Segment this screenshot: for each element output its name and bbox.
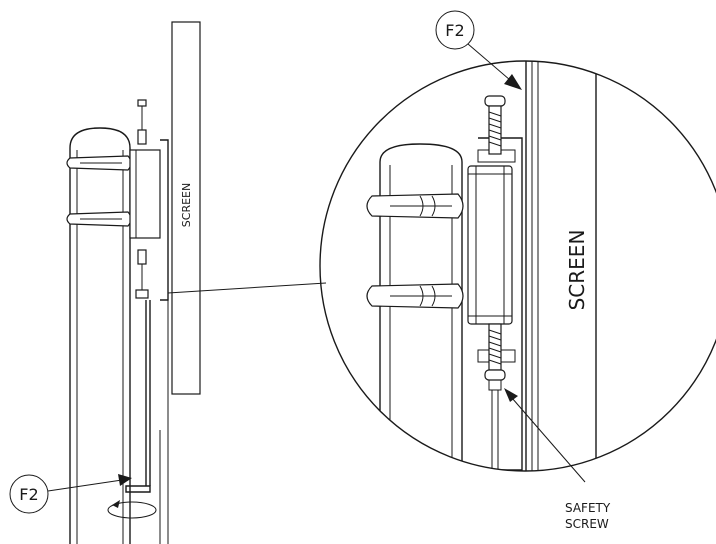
callout-f2-bottom: F2 (9, 474, 132, 514)
mounting-bracket (160, 139, 169, 301)
detail-upper-clamp-arm (366, 193, 464, 219)
screen-label-detail: SCREEN (565, 230, 589, 311)
callout-f2-top: F2 (435, 10, 522, 90)
detail-screen-panel (525, 61, 597, 471)
screen-label-left: SCREEN (180, 183, 193, 227)
top-screw (484, 95, 506, 155)
detail-circle (319, 60, 716, 472)
rotation-arrow-icon (107, 500, 157, 519)
detail-view: SCREEN F2 SAFETY SCREW (319, 10, 716, 531)
detail-clamp-block (467, 165, 513, 325)
lower-clamp-arm (66, 211, 132, 227)
safety-screw-label-line1: SAFETY (565, 501, 611, 515)
safety-screw-callout: SAFETY SCREW (504, 388, 611, 531)
upper-clamp-arm (66, 155, 132, 171)
detail-lower-clamp-arm (366, 283, 464, 309)
safety-screw (484, 323, 506, 391)
hex-key-tool (125, 300, 151, 493)
overview-view: SCREEN F2 (9, 21, 327, 544)
detail-leader-line (167, 282, 327, 294)
callout-f2-bottom-label: F2 (19, 485, 38, 504)
callout-f2-top-label: F2 (445, 21, 464, 40)
screen-panel (171, 21, 201, 395)
clamp-block (129, 149, 161, 239)
safety-screw-label-line2: SCREW (565, 517, 609, 531)
